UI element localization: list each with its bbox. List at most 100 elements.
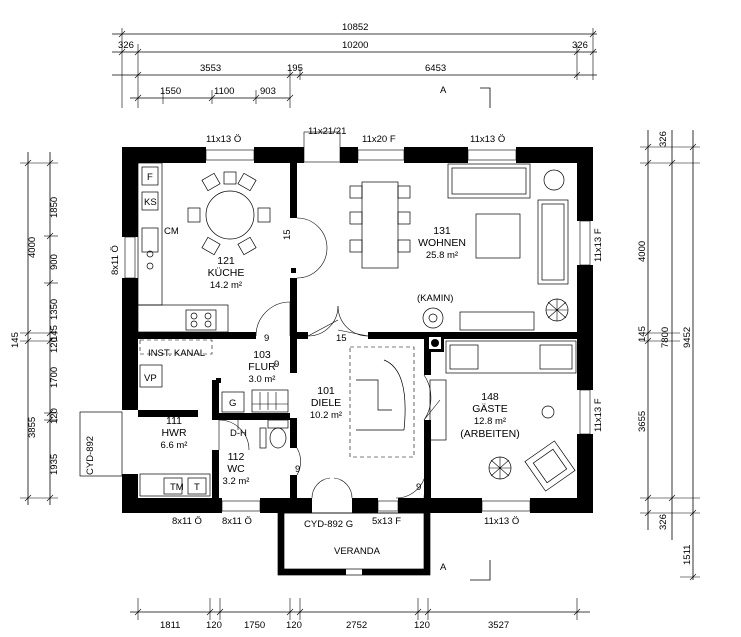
dim-left-inner-c: 1350 <box>49 299 60 320</box>
dim-sub-a: 1550 <box>160 86 181 97</box>
dim-left-end: 326 <box>118 40 134 51</box>
window-top-mid: 11x20 F <box>362 134 396 145</box>
dim-left-inner-g: 120 <box>49 408 60 424</box>
room-flur: 103 FLUR 3.0 m² <box>248 349 276 385</box>
left-dimensions: 4000 145 3855 1850 900 1350 145 120 1700… <box>10 152 60 505</box>
room-name: GÄSTE <box>472 403 508 415</box>
kamin-label: (KAMIN) <box>417 293 453 304</box>
window-top-door: 11x21/21 <box>308 126 346 137</box>
dim-right-inner-c: 145 <box>637 326 648 342</box>
riser-9-c: 9 <box>212 454 217 465</box>
room-hwr: 111 HWR 6.6 m² <box>161 415 188 451</box>
dim-bottom-w2: 120 <box>286 620 302 631</box>
dim-left-outer-c: 3855 <box>27 417 38 438</box>
door-left-label: CYD-892 <box>85 436 96 475</box>
room-area: 12.8 m² <box>474 416 506 427</box>
veranda-label: VERANDA <box>334 546 381 557</box>
g-label: G <box>229 398 236 409</box>
room-area: 25.8 m² <box>426 250 458 261</box>
room-diele: 101 DIELE 10.2 m² <box>310 385 342 421</box>
window-kitchen: 11x13 Ö <box>206 134 241 145</box>
dim-right-end: 326 <box>572 40 588 51</box>
window-bottom-4: 11x13 Ö <box>484 516 519 527</box>
riser-9-b: 9 <box>274 359 279 370</box>
dim-bottom-d: 3527 <box>488 620 509 631</box>
room-area: 14.2 m² <box>210 280 242 291</box>
t-label: T <box>194 482 200 493</box>
room-kueche: 121 KÜCHE 14.2 m² <box>208 255 245 291</box>
room-number: 131 <box>433 225 451 237</box>
dim-right-outer-a: 7800 <box>660 327 671 348</box>
dim-left-outer-a: 4000 <box>27 237 38 258</box>
dim-sub-c: 903 <box>260 86 276 97</box>
kitchen-cm-label: CM <box>164 226 179 237</box>
dim-right-section: 6453 <box>425 63 446 74</box>
room-number: 121 <box>217 255 235 267</box>
section-mark-top: A <box>440 85 447 96</box>
dim-overall: 10852 <box>342 22 368 33</box>
kitchen-fridge-label: F <box>147 172 153 183</box>
plant-icon <box>488 456 512 480</box>
room-area: 6.6 m² <box>161 440 188 451</box>
dim-right-outer-c: 1511 <box>682 545 693 565</box>
window-labels: 11x13 Ö 11x21/21 11x20 F 11x13 Ö 8x11 Ö … <box>110 126 604 530</box>
room-number: 148 <box>481 391 499 403</box>
room-area: 3.2 m² <box>223 476 250 487</box>
room-number: 101 <box>317 385 335 397</box>
veranda: VERANDA A <box>277 512 491 581</box>
dim-inner: 10200 <box>342 40 368 51</box>
dim-right-inner-d: 3655 <box>637 411 648 432</box>
room-wohnen: 131 WOHNEN 25.8 m² <box>418 225 466 261</box>
window-bottom-1: 8x11 Ö <box>172 516 202 527</box>
room-name: FLUR <box>248 361 276 373</box>
tm-label: TM <box>170 482 184 493</box>
riser-9-e: 9 <box>416 482 421 493</box>
window-glazing <box>124 131 591 512</box>
room-number: 103 <box>253 349 271 361</box>
plant-icon <box>545 298 569 322</box>
room-number: 111 <box>166 415 182 427</box>
riser-9-a: 9 <box>264 333 269 344</box>
riser-9-d: 9 <box>295 464 300 475</box>
room-name: WC <box>227 463 245 475</box>
room-name: DIELE <box>311 397 341 409</box>
left-door-box: CYD-892 <box>79 411 123 477</box>
room-note: (ARBEITEN) <box>460 428 520 440</box>
door-swings <box>218 217 441 499</box>
window-bottom-2: 8x11 Ö <box>222 516 252 527</box>
riser-15-a: 15 <box>282 229 293 240</box>
window-left: 8x11 Ö <box>110 245 121 275</box>
dim-bottom-c: 2752 <box>346 620 367 631</box>
dim-left-inner-a: 1850 <box>49 197 60 218</box>
riser-markers: 15 15 9 9 9 9 9 <box>212 210 421 493</box>
dh-label: D-H <box>230 428 247 439</box>
dim-bottom-a: 1811 <box>160 620 180 631</box>
bottom-dimensions: 1811 120 1750 120 2752 120 3527 <box>130 598 590 631</box>
window-right-bottom: 11x13 F <box>593 398 604 432</box>
riser-15-b: 15 <box>336 333 347 344</box>
dim-bottom-b: 1750 <box>244 620 265 631</box>
section-mark-bottom: A <box>440 562 447 573</box>
dim-left-inner-e: 120 <box>49 337 60 353</box>
window-bottom-3: 5x13 F <box>372 516 401 527</box>
top-dimensions: 10852 326 10200 326 3553 195 6453 1550 1… <box>112 22 597 108</box>
installation-label: INST. KANAL <box>148 348 205 359</box>
exterior-walls <box>122 147 593 513</box>
dim-left-section: 3553 <box>200 63 221 74</box>
window-top-right: 11x13 Ö <box>470 134 505 145</box>
vp-label: VP <box>144 373 157 384</box>
room-name: KÜCHE <box>208 267 245 279</box>
dim-bottom-w1: 120 <box>206 620 222 631</box>
dim-left-inner-h: 1935 <box>49 454 60 475</box>
room-area: 10.2 m² <box>310 410 342 421</box>
furniture: F KS CM <box>137 162 577 497</box>
window-right-top: 11x13 F <box>593 228 604 262</box>
dim-left-outer-b: 145 <box>10 332 21 348</box>
dim-sub-b: 1100 <box>214 86 234 97</box>
room-area: 3.0 m² <box>249 374 276 385</box>
dim-left-inner-d: 145 <box>49 325 60 341</box>
room-wc: 112 WC 3.2 m² <box>223 451 250 487</box>
room-number: 112 <box>228 451 245 463</box>
dim-left-inner-b: 900 <box>49 254 60 270</box>
